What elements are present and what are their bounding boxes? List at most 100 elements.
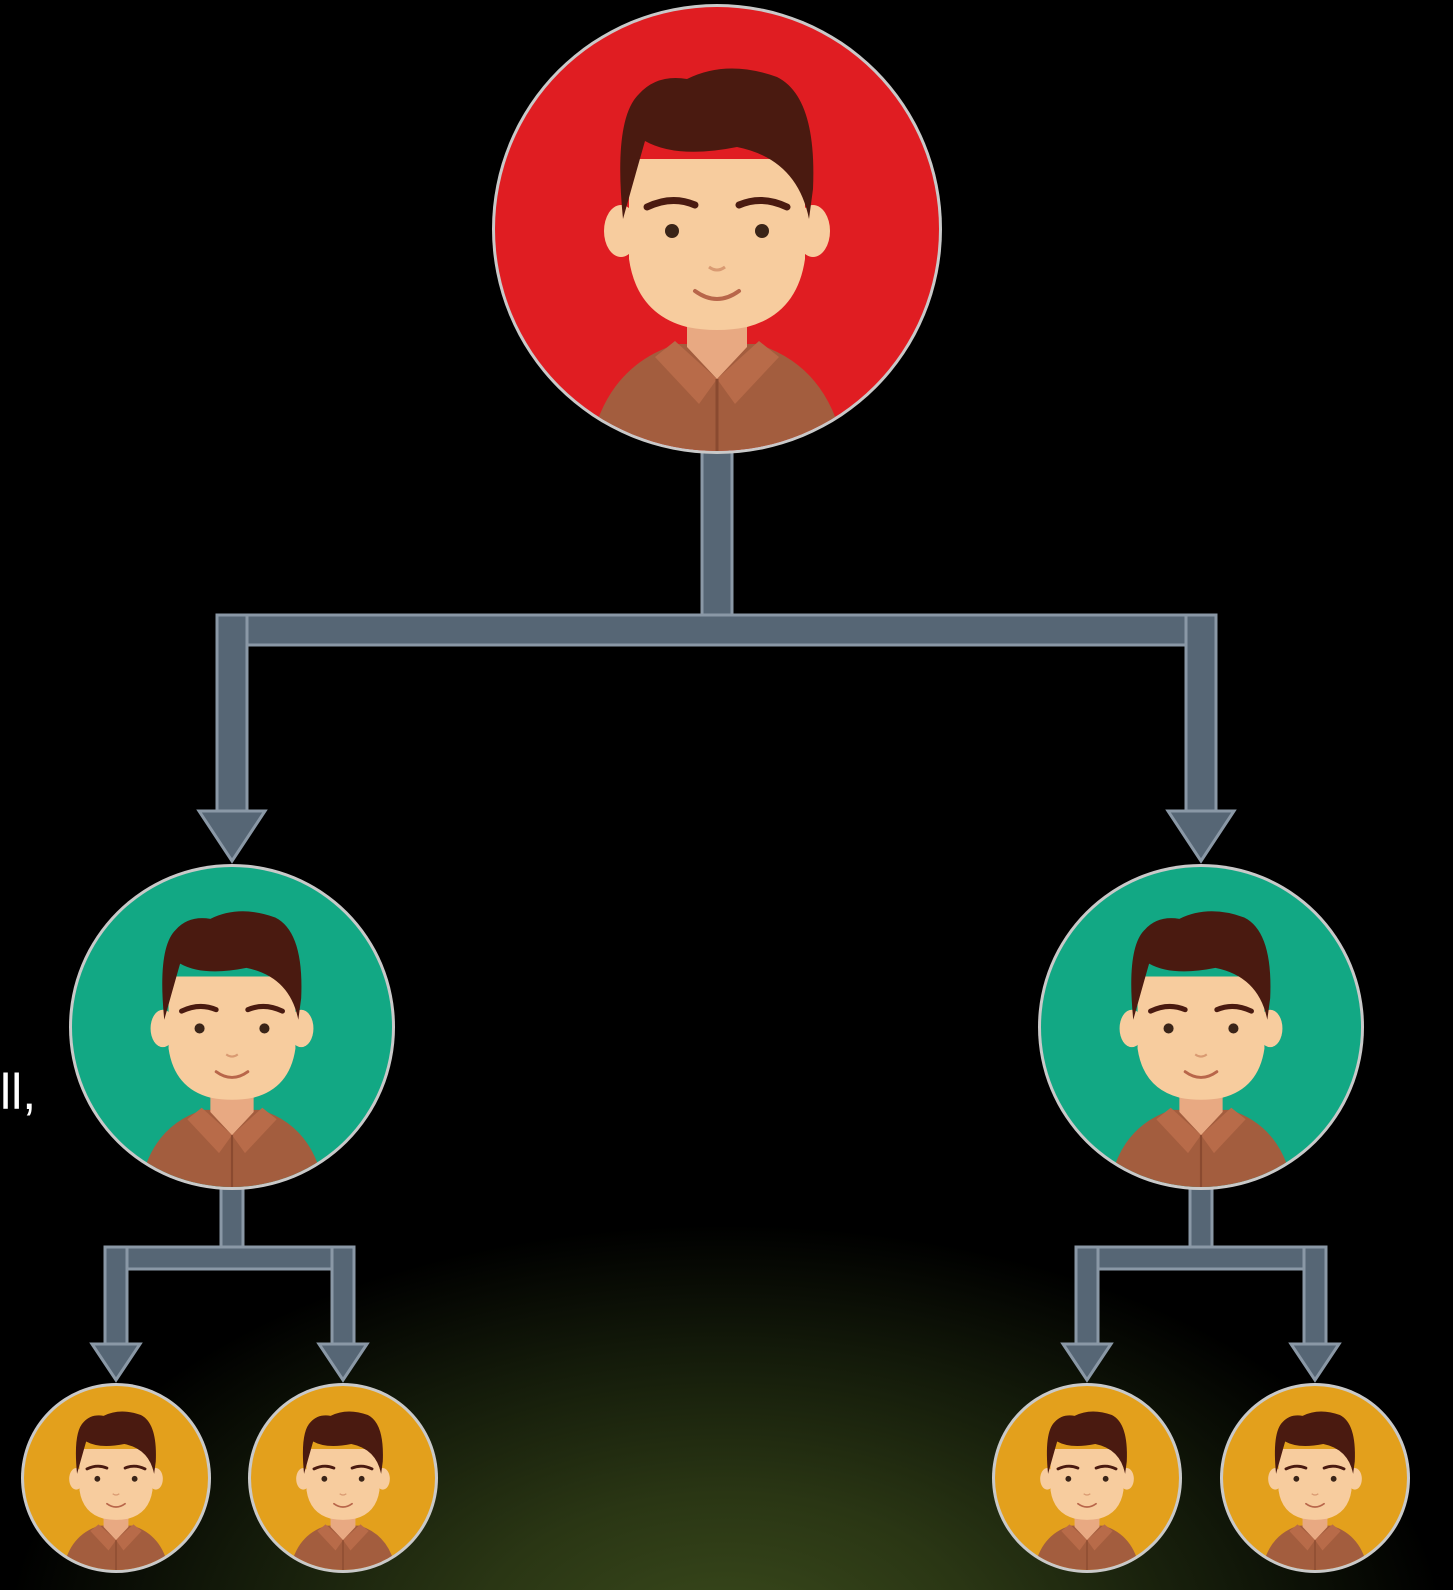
brow-right xyxy=(1322,1464,1346,1471)
collar-left xyxy=(1061,1524,1087,1551)
brow-left xyxy=(643,197,699,211)
eye-right xyxy=(1102,1475,1109,1482)
person-avatar-icon xyxy=(1261,1411,1369,1570)
arrow-down-icon xyxy=(1165,809,1237,864)
node-grandchild-1 xyxy=(21,1383,211,1573)
eye-right xyxy=(1330,1475,1337,1482)
eye-left xyxy=(1065,1475,1072,1482)
mouth xyxy=(333,1502,353,1508)
nose xyxy=(1083,1493,1091,1496)
brow-right xyxy=(1214,1003,1254,1014)
node-grandchild-3 xyxy=(992,1383,1182,1573)
connector-drop xyxy=(215,613,249,815)
connector-drop xyxy=(1074,1245,1100,1348)
person-avatar-icon xyxy=(587,68,847,451)
collar-right xyxy=(232,1107,277,1154)
mouth xyxy=(1183,1070,1219,1079)
mouth xyxy=(1305,1502,1325,1508)
eye-right xyxy=(358,1475,365,1482)
eye-right xyxy=(1228,1023,1239,1034)
face xyxy=(1278,1448,1352,1520)
eye-left xyxy=(1163,1023,1174,1034)
hair xyxy=(620,68,814,219)
brow-left xyxy=(85,1464,109,1471)
brow-left xyxy=(1284,1464,1308,1471)
arrow-down-icon xyxy=(89,1342,143,1383)
eye-right xyxy=(131,1475,138,1482)
face xyxy=(306,1448,380,1520)
hair xyxy=(1131,911,1271,1020)
eye-right xyxy=(259,1023,270,1034)
collar-left xyxy=(90,1524,116,1551)
hair xyxy=(302,1411,383,1474)
brow-left xyxy=(312,1464,336,1471)
brow-right xyxy=(735,197,791,211)
eye-left xyxy=(321,1475,328,1482)
eye-left xyxy=(1293,1475,1300,1482)
person-avatar-icon xyxy=(1107,911,1295,1187)
brow-left xyxy=(1056,1464,1080,1471)
nose xyxy=(708,265,726,272)
cropped-text-fragment: ll, xyxy=(0,1064,37,1120)
mouth xyxy=(1077,1502,1097,1508)
collar-right xyxy=(343,1524,369,1551)
person-avatar-icon xyxy=(289,1411,397,1570)
connector-joint xyxy=(223,1249,241,1267)
nose xyxy=(1194,1053,1208,1058)
nose xyxy=(1311,1493,1319,1496)
collar-left xyxy=(1289,1524,1315,1551)
collar-left xyxy=(317,1524,343,1551)
brow-right xyxy=(1094,1464,1118,1471)
hair xyxy=(162,911,302,1020)
hair xyxy=(75,1411,156,1474)
collar-left xyxy=(187,1107,232,1154)
eye-left xyxy=(194,1023,205,1034)
face xyxy=(1050,1448,1124,1520)
eye-left xyxy=(665,224,679,238)
arrow-down-icon xyxy=(196,809,268,864)
connector-drop xyxy=(1302,1245,1328,1348)
nose xyxy=(225,1053,239,1058)
collar-left xyxy=(1156,1107,1201,1154)
face xyxy=(629,159,805,330)
collar-right xyxy=(116,1524,142,1551)
collar-right xyxy=(717,341,779,404)
hair xyxy=(1274,1411,1355,1474)
arrow-down-icon xyxy=(1288,1342,1342,1383)
connector-root xyxy=(196,445,1237,864)
face xyxy=(79,1448,153,1520)
nodes-layer xyxy=(21,4,1410,1573)
mouth xyxy=(693,289,741,301)
arrow-down-icon xyxy=(316,1342,370,1383)
brow-right xyxy=(245,1003,285,1014)
node-root xyxy=(492,4,942,454)
nose xyxy=(339,1493,347,1496)
brow-left xyxy=(1148,1003,1188,1014)
connector-child-right xyxy=(1060,1181,1342,1383)
collar-left xyxy=(655,341,717,404)
connector-drop xyxy=(1184,613,1218,815)
brow-right xyxy=(123,1464,147,1471)
node-grandchild-2 xyxy=(248,1383,438,1573)
connector-joint xyxy=(1192,1249,1210,1267)
arrow-down-icon xyxy=(1060,1342,1114,1383)
face xyxy=(1137,976,1265,1100)
brow-right xyxy=(350,1464,374,1471)
node-grandchild-4 xyxy=(1220,1383,1410,1573)
person-avatar-icon xyxy=(138,911,326,1187)
person-avatar-icon xyxy=(1033,1411,1141,1570)
person-avatar-icon xyxy=(62,1411,170,1570)
connector-drop xyxy=(103,1245,129,1348)
collar-right xyxy=(1087,1524,1113,1551)
hair xyxy=(1046,1411,1127,1474)
eye-right xyxy=(755,224,769,238)
connectors-layer xyxy=(89,445,1342,1383)
mouth xyxy=(106,1502,126,1508)
collar-right xyxy=(1315,1524,1341,1551)
connector-drop xyxy=(330,1245,356,1348)
connector-child-left xyxy=(89,1181,370,1383)
eye-left xyxy=(94,1475,101,1482)
mouth xyxy=(214,1070,250,1079)
node-child-right xyxy=(1038,864,1364,1190)
